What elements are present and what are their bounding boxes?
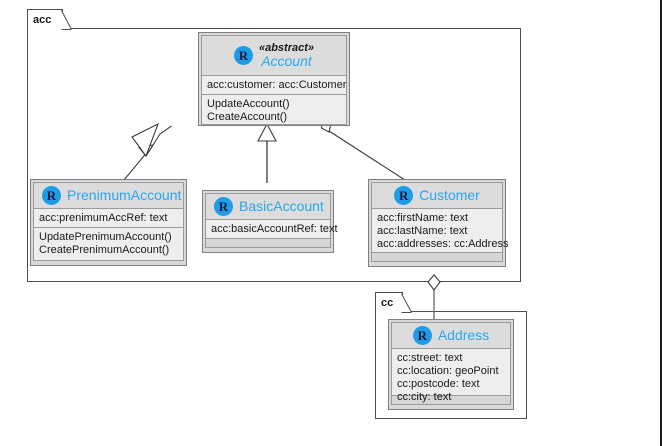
class-prenimumaccount-operations: UpdatePrenimumAccount() CreatePrenimumAc… [33, 228, 184, 261]
operation-row: UpdatePrenimumAccount() [39, 231, 172, 243]
class-customer-header: R Customer [371, 182, 503, 209]
class-account-operations: UpdateAccount() CreateAccount() [201, 95, 347, 125]
class-address[interactable]: R Address cc:street: text cc:location: g… [388, 319, 514, 410]
package-acc-tab-slant-icon [61, 10, 72, 30]
class-basicaccount-titles: BasicAccount [239, 197, 324, 215]
class-customer-titles: Customer [419, 186, 480, 204]
class-account-stereotype: «abstract» [258, 41, 315, 54]
package-cc[interactable]: cc [375, 292, 527, 419]
attribute-row: acc:lastName: text [377, 225, 468, 237]
class-account-header: R «abstract» Account [201, 35, 347, 76]
package-cc-label: cc [381, 297, 394, 309]
class-basicaccount-header: R BasicAccount [205, 193, 331, 220]
attribute-row: cc:postcode: text [397, 378, 480, 390]
resource-r-icon: R [233, 46, 253, 65]
resource-r-icon: R [412, 326, 432, 345]
attribute-row: cc:street: text [397, 352, 463, 364]
resource-r-icon: R [394, 186, 414, 205]
class-address-titles: Address [437, 326, 490, 344]
package-cc-tab-slant-icon [401, 293, 412, 313]
attribute-row: cc:location: geoPoint [397, 365, 499, 377]
class-customer-attributes: acc:firstName: text acc:lastName: text a… [371, 209, 509, 253]
package-cc-tab: cc [375, 292, 412, 313]
class-prenimumaccount-titles: PrenimumAccount [67, 186, 182, 204]
package-cc-body [375, 311, 527, 419]
attribute-row: acc:customer: acc:Customer [207, 79, 347, 91]
class-basicaccount-attributes: acc:basicAccountRef: text [205, 220, 338, 239]
package-acc[interactable]: acc [27, 9, 521, 282]
operation-row: CreateAccount() [207, 111, 288, 123]
class-account[interactable]: R «abstract» Account acc:customer: acc:C… [198, 32, 350, 126]
package-acc-label: acc [33, 14, 52, 26]
operation-row: UpdateAccount() [207, 98, 290, 110]
class-address-header: R Address [391, 322, 511, 349]
class-prenimumaccount-name: PrenimumAccount [67, 186, 182, 203]
class-account-attributes: acc:customer: acc:Customer [201, 76, 347, 95]
attribute-row: cc:city: text [397, 391, 452, 403]
class-customer[interactable]: R Customer acc:firstName: text acc:lastN… [368, 179, 509, 267]
class-address-operations-empty [391, 396, 511, 405]
resource-r-icon: R [214, 197, 233, 216]
resource-r-icon: R [42, 186, 61, 205]
class-address-attributes: cc:street: text cc:location: geoPoint cc… [391, 349, 511, 403]
class-prenimumaccount-header: R PrenimumAccount [33, 182, 184, 209]
class-customer-operations-empty [371, 253, 503, 262]
class-address-name: Address [437, 326, 490, 343]
class-basicaccount-name: BasicAccount [239, 197, 324, 214]
package-acc-body [27, 28, 521, 282]
class-prenimumaccount[interactable]: R PrenimumAccount acc:prenimumAccRef: te… [30, 179, 187, 266]
class-customer-name: Customer [419, 186, 480, 203]
class-prenimumaccount-attributes: acc:prenimumAccRef: text [33, 209, 184, 228]
attribute-row: acc:addresses: cc:Address [377, 238, 509, 250]
attribute-row: acc:prenimumAccRef: text [39, 212, 168, 224]
attribute-row: acc:firstName: text [377, 212, 469, 224]
class-basicaccount-operations-empty [205, 239, 331, 248]
class-account-titles: «abstract» Account [259, 42, 314, 70]
operation-row: CreatePrenimumAccount() [39, 244, 170, 256]
package-acc-tab: acc [27, 9, 72, 30]
class-account-name: Account [261, 52, 312, 69]
class-basicaccount[interactable]: R BasicAccount acc:basicAccountRef: text [202, 190, 338, 253]
attribute-row: acc:basicAccountRef: text [211, 223, 338, 235]
